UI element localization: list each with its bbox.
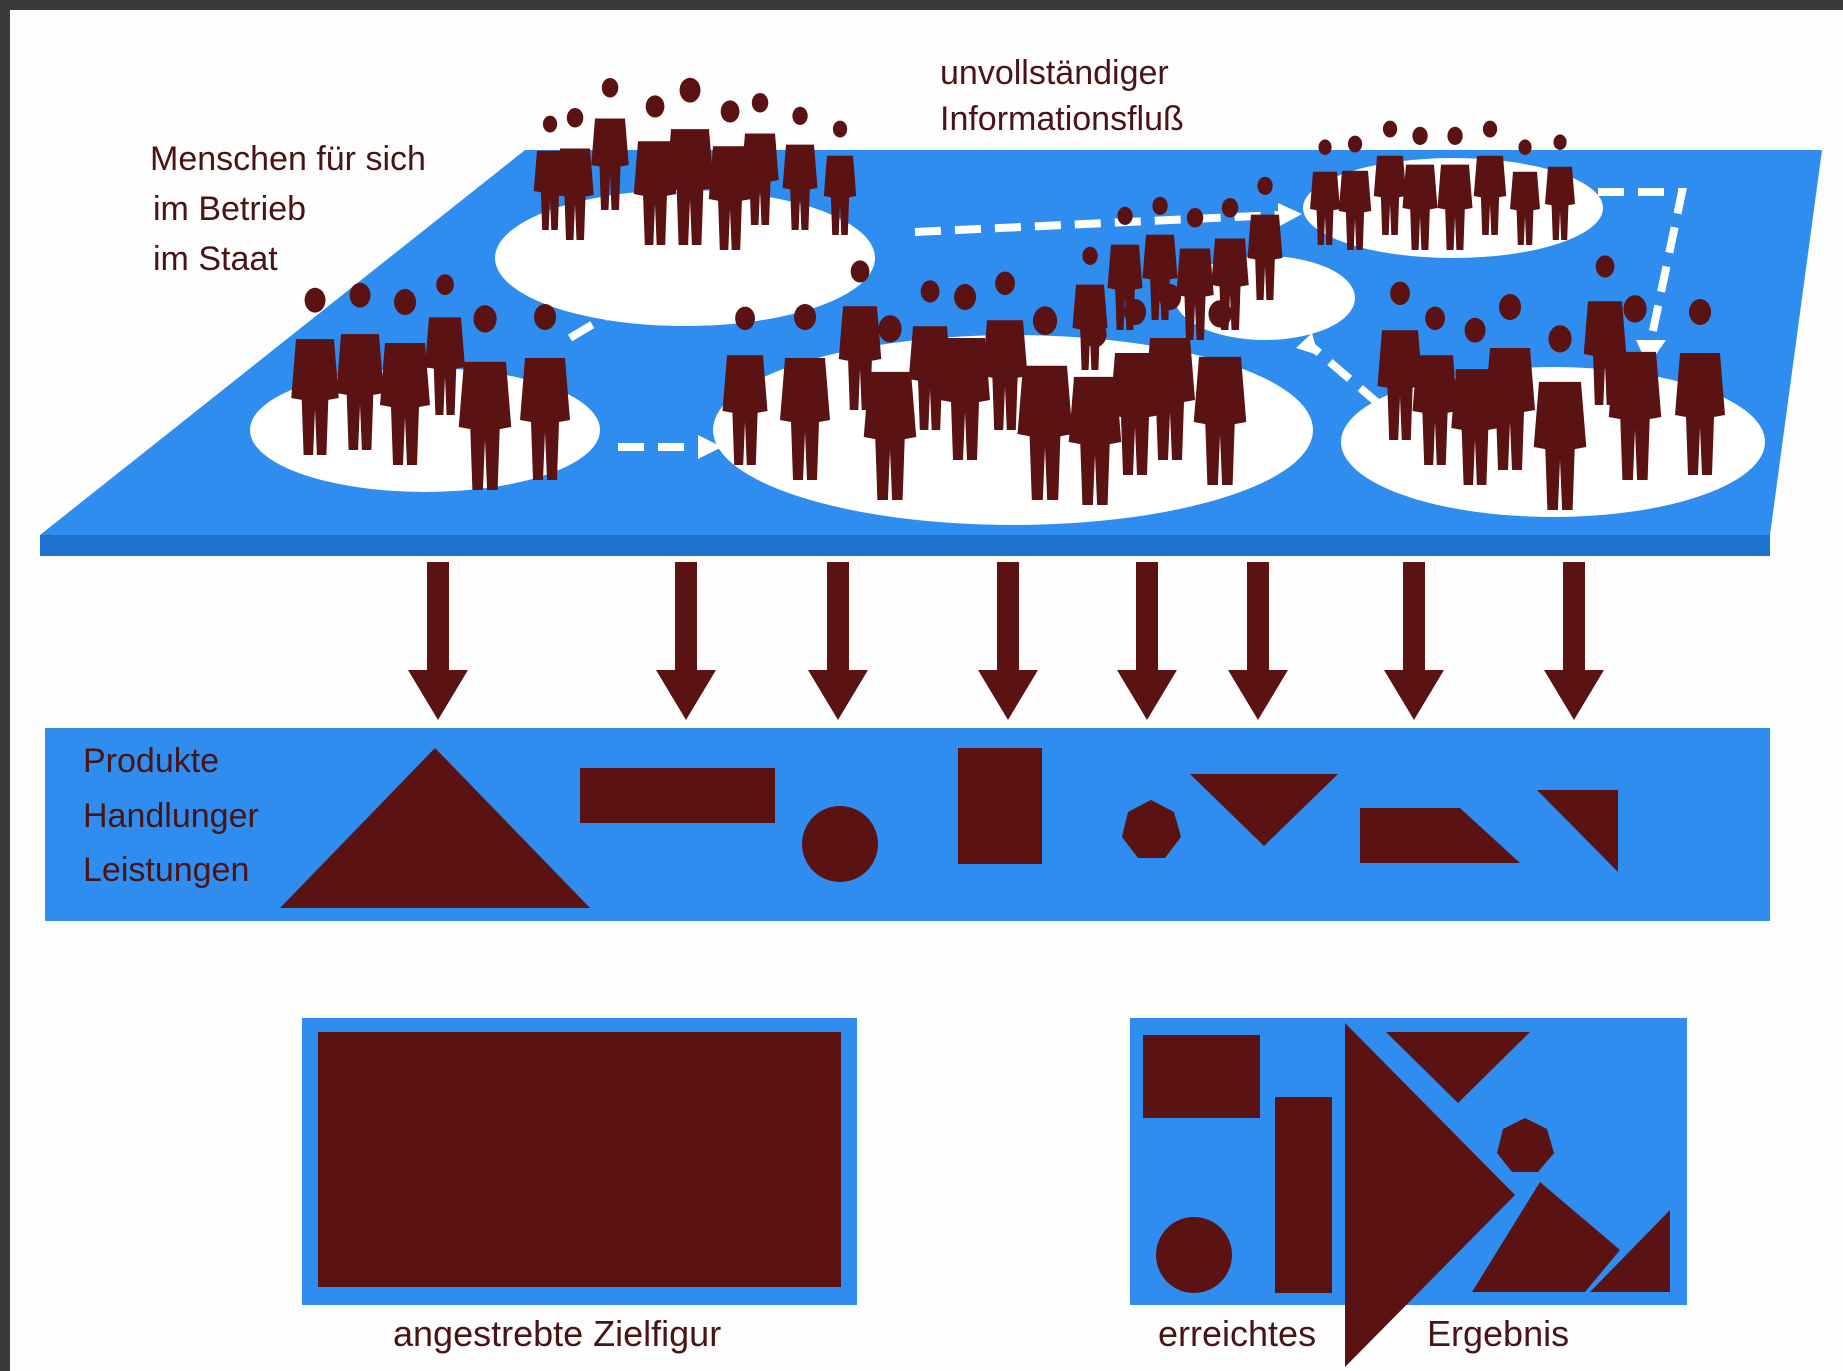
diagram-canvas: Menschen für sich im Betrieb im Staat un… [10, 10, 1843, 1371]
people-label-line-3: im Staat [153, 240, 278, 278]
result-heptagon [1497, 1118, 1554, 1172]
target-rectangle [318, 1032, 841, 1287]
person-silhouette-icon [741, 93, 779, 225]
result-rectangle-tall [1275, 1097, 1332, 1293]
target-caption: angestrebte Zielfigur [393, 1313, 722, 1354]
product-circle [802, 806, 878, 882]
person-silhouette-icon [1402, 126, 1438, 250]
person-silhouette-icon [591, 78, 629, 210]
person-silhouette-icon [1338, 135, 1372, 250]
result-rectangle-wide [1143, 1035, 1260, 1118]
result-caption-right: Ergebnis [1427, 1313, 1570, 1354]
result-shapes [1143, 1023, 1670, 1367]
down-arrow-icon [978, 562, 1038, 720]
person-silhouette-icon [520, 304, 570, 480]
person-silhouette-icon [458, 305, 512, 490]
person-silhouette-icon [291, 287, 339, 455]
person-silhouette-icon [1485, 294, 1535, 470]
person-silhouette-icon [1310, 139, 1340, 245]
person-silhouette-icon [1412, 306, 1458, 465]
person-silhouette-icon [1510, 139, 1540, 245]
products-label-line-2: Handlunger [83, 797, 259, 835]
person-silhouette-icon [1533, 325, 1587, 510]
person-silhouette-icon [1373, 120, 1407, 235]
product-inverted-triangle [1190, 774, 1338, 846]
person-silhouette-icon [863, 315, 917, 500]
people-silhouettes [291, 77, 1725, 510]
down-arrow-icon [1544, 562, 1604, 720]
down-arrow-icon [808, 562, 868, 720]
person-silhouette-icon [1145, 284, 1195, 460]
person-silhouette-icon [1545, 134, 1575, 240]
down-arrow-icon [408, 562, 468, 720]
person-silhouette-icon [940, 284, 990, 460]
result-caption-left: erreichtes [1158, 1313, 1317, 1354]
info-flow-label-line-1: unvollständiger [940, 54, 1169, 92]
people-label-line-2: im Betrieb [153, 190, 307, 228]
person-silhouette-icon [982, 271, 1028, 430]
person-silhouette-icon [722, 306, 768, 465]
product-heptagon [1122, 800, 1181, 858]
person-silhouette-icon [533, 115, 567, 230]
result-inverted-triangle [1386, 1032, 1530, 1103]
result-big-triangle [1345, 1023, 1515, 1367]
products-label-line-3: Leistungen [83, 851, 250, 889]
person-silhouette-icon [780, 304, 830, 480]
result-right-triangle [1590, 1210, 1670, 1292]
person-silhouette-icon [1377, 281, 1423, 440]
down-arrow-icon [1117, 562, 1177, 720]
product-right-triangle [1537, 790, 1618, 872]
person-silhouette-icon [1017, 306, 1073, 500]
info-flow-label-line-2: Informationsfluß [940, 100, 1184, 138]
diagram-svg [40, 77, 1822, 1367]
down-arrow-icon [1384, 562, 1444, 720]
result-trapezoid [1472, 1182, 1620, 1292]
person-silhouette-icon [1211, 198, 1249, 330]
person-silhouette-icon [1675, 299, 1725, 475]
group-ellipse-2 [250, 368, 600, 492]
person-silhouette-icon [1247, 176, 1283, 300]
person-silhouette-icon [1142, 196, 1178, 320]
product-rectangle-tall [958, 748, 1042, 864]
person-silhouette-icon [823, 120, 857, 235]
person-silhouette-icon [1608, 295, 1662, 480]
person-silhouette-icon [556, 108, 594, 240]
person-silhouette-icon [666, 77, 714, 246]
products-label-line-1: Produkte [83, 742, 220, 780]
platform-side [40, 535, 1770, 556]
person-silhouette-icon [1110, 299, 1160, 475]
product-trapezoid [1360, 808, 1520, 863]
people-label-line-1: Menschen für sich [150, 140, 426, 178]
down-arrow-icon [656, 562, 716, 720]
group-ellipse-1 [495, 190, 875, 326]
person-silhouette-icon [1072, 246, 1108, 370]
person-silhouette-icon [1176, 208, 1214, 340]
person-silhouette-icon [782, 106, 818, 230]
person-silhouette-icon [1107, 206, 1143, 330]
product-shapes [280, 748, 1618, 908]
person-silhouette-icon [708, 100, 752, 250]
person-silhouette-icon [1068, 320, 1122, 505]
person-silhouette-icon [1473, 120, 1507, 235]
info-flow-arrows [567, 188, 1687, 451]
person-silhouette-icon [633, 95, 677, 245]
down-arrows [408, 562, 1604, 720]
result-circle [1156, 1217, 1232, 1293]
product-rectangle-wide [580, 768, 775, 823]
person-silhouette-icon [1451, 317, 1499, 485]
product-triangle [280, 748, 590, 908]
person-silhouette-icon [1437, 126, 1473, 250]
down-arrow-icon [1228, 562, 1288, 720]
person-silhouette-icon [1193, 300, 1247, 485]
person-silhouette-icon [336, 282, 384, 450]
person-silhouette-icon [380, 289, 430, 465]
person-silhouette-icon [425, 274, 465, 415]
